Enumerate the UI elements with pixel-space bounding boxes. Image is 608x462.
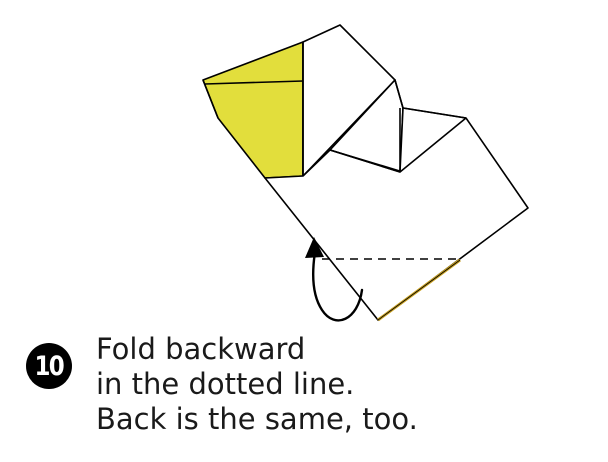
step-number: 10 xyxy=(34,350,65,382)
yellow-flap xyxy=(202,41,304,179)
curved-fold-back-arrow-icon xyxy=(305,237,364,322)
step-number-badge: 10 xyxy=(26,343,72,389)
instruction-text: Fold backward in the dotted line. Back i… xyxy=(96,332,418,437)
instruction-line: Fold backward xyxy=(96,332,306,366)
main-body xyxy=(264,107,529,322)
instruction-line: Back is the same, too. xyxy=(96,402,418,436)
instruction-line: in the dotted line. xyxy=(96,367,355,401)
